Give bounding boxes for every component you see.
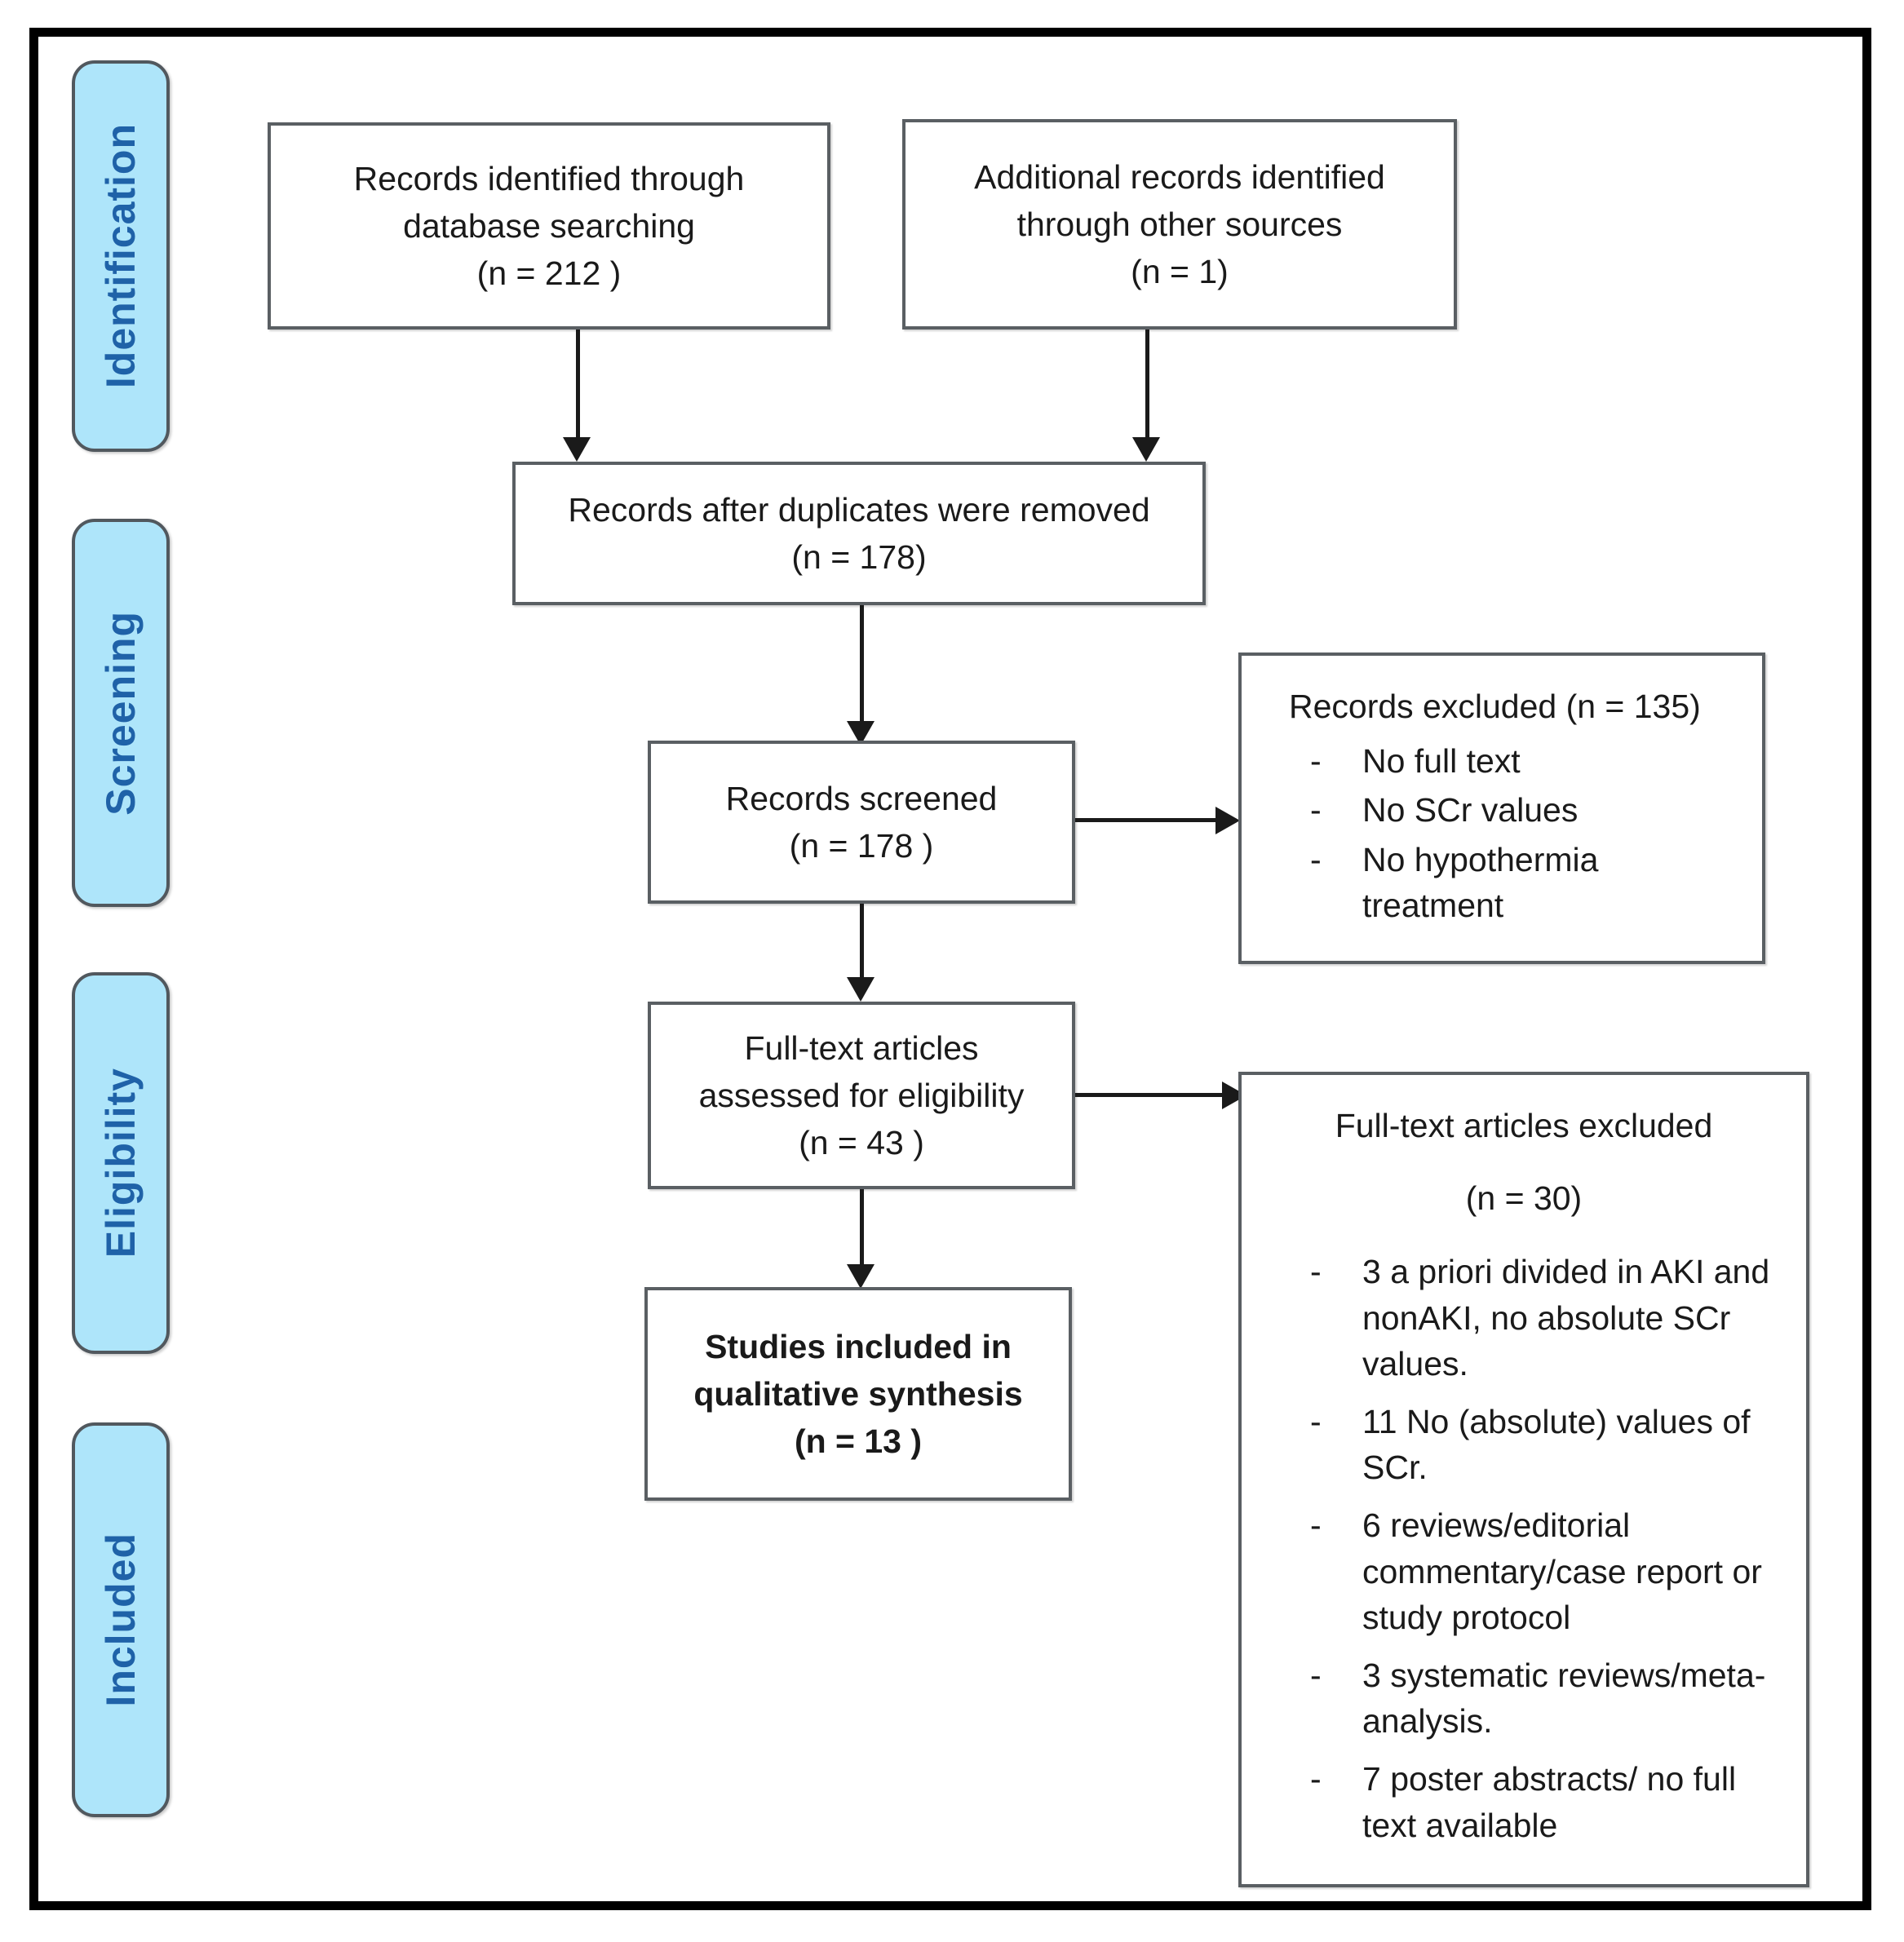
arrowhead-fulltext-to-included	[847, 1264, 875, 1289]
list-item-text: No full text	[1362, 741, 1521, 780]
list-item-text: 3 a priori divided in AKI and nonAKI, no…	[1362, 1253, 1770, 1383]
node-studies-included: Studies included in qualitative synthesi…	[644, 1287, 1072, 1501]
node-line: assessed for eligibility	[698, 1076, 1025, 1114]
arrowhead-database-to-dedup	[563, 437, 591, 462]
list-item-text: No hypothermia treatment	[1362, 840, 1599, 925]
connector-screened-to-excluded	[1075, 818, 1222, 822]
list-item: - 6 reviews/editorial commentary/case re…	[1310, 1502, 1783, 1641]
list-item: - 7 poster abstracts/ no full text avail…	[1310, 1756, 1783, 1848]
list-item: - 3 a priori divided in AKI and nonAKI, …	[1310, 1249, 1783, 1387]
fulltext-excluded-count: (n = 30)	[1465, 1179, 1583, 1217]
box-records-excluded: Records excluded (n = 135) - No full tex…	[1238, 652, 1765, 964]
node-line: through other sources	[1016, 205, 1343, 243]
list-item-text: 6 reviews/editorial commentary/case repo…	[1362, 1506, 1762, 1637]
list-item: - No full text	[1310, 738, 1739, 785]
list-item-text: 3 systematic reviews/meta-analysis.	[1362, 1656, 1766, 1741]
bullet-marker: -	[1310, 1759, 1322, 1798]
fulltext-excluded-heading: Full-text articles excluded	[1335, 1107, 1713, 1144]
node-additional-records-other-sources: Additional records identified through ot…	[902, 119, 1457, 330]
node-line: Full-text articles	[744, 1029, 979, 1067]
stage-label-identification: Identification	[98, 123, 144, 389]
arrowhead-screened-to-excluded	[1215, 807, 1240, 834]
bullet-marker: -	[1310, 1506, 1322, 1545]
node-line: Records screened	[725, 779, 998, 817]
bullet-marker: -	[1310, 840, 1322, 878]
connector-screened-to-fulltext	[860, 904, 864, 984]
list-item: - No hypothermia treatment	[1310, 837, 1739, 929]
list-item-text: No SCr values	[1362, 791, 1579, 829]
node-line: (n = 178 )	[789, 827, 934, 865]
list-item: - No SCr values	[1310, 787, 1739, 834]
node-records-screened: Records screened (n = 178 )	[648, 741, 1075, 904]
node-line: (n = 1)	[1131, 253, 1229, 291]
bullet-marker: -	[1310, 791, 1322, 829]
arrowhead-other-to-dedup	[1132, 437, 1160, 462]
stage-chip-included: Included	[72, 1422, 170, 1817]
connector-database-to-dedup	[576, 330, 580, 442]
records-excluded-list: - No full text - No SCr values - No hypo…	[1264, 738, 1739, 932]
list-item-text: 11 No (absolute) values of SCr.	[1362, 1402, 1751, 1487]
arrowhead-screened-to-fulltext	[847, 977, 875, 1002]
connector-dedup-to-screened	[860, 605, 864, 726]
node-line: Additional records identified	[974, 157, 1385, 196]
node-line: Records identified through	[353, 159, 745, 197]
connector-fulltext-to-excluded	[1075, 1093, 1229, 1097]
stage-chip-eligibility: Eligibility	[72, 972, 170, 1354]
node-fulltext-assessed: Full-text articles assessed for eligibil…	[648, 1002, 1075, 1189]
records-excluded-heading: Records excluded (n = 135)	[1289, 688, 1701, 725]
node-line: (n = 178)	[791, 538, 927, 576]
node-line: (n = 13 )	[794, 1422, 923, 1461]
bullet-marker: -	[1310, 1253, 1322, 1291]
connector-other-to-dedup	[1145, 330, 1149, 442]
stage-chip-identification: Identification	[72, 60, 170, 452]
fulltext-excluded-list: - 3 a priori divided in AKI and nonAKI, …	[1264, 1249, 1783, 1860]
node-line: (n = 43 )	[799, 1124, 924, 1162]
node-line: (n = 212 )	[476, 254, 622, 293]
node-records-identified-database: Records identified through database sear…	[268, 122, 830, 330]
list-item-text: 7 poster abstracts/ no full text availab…	[1362, 1759, 1737, 1844]
bullet-marker: -	[1310, 741, 1322, 780]
node-line: database searching	[403, 206, 695, 245]
node-records-after-duplicates: Records after duplicates were removed (n…	[512, 462, 1206, 605]
list-item: - 3 systematic reviews/meta-analysis.	[1310, 1652, 1783, 1745]
node-line: Records after duplicates were removed	[568, 490, 1150, 529]
box-fulltext-excluded: Full-text articles excluded (n = 30) - 3…	[1238, 1072, 1809, 1887]
connector-fulltext-to-included	[860, 1189, 864, 1271]
list-item: - 11 No (absolute) values of SCr.	[1310, 1399, 1783, 1491]
bullet-marker: -	[1310, 1402, 1322, 1440]
stage-label-included: Included	[98, 1533, 144, 1707]
stage-label-eligibility: Eligibility	[98, 1068, 144, 1259]
stage-label-screening: Screening	[98, 610, 144, 816]
bullet-marker: -	[1310, 1656, 1322, 1694]
stage-chip-screening: Screening	[72, 519, 170, 907]
node-line: Studies included in	[705, 1327, 1012, 1365]
node-line: qualitative synthesis	[693, 1374, 1023, 1413]
